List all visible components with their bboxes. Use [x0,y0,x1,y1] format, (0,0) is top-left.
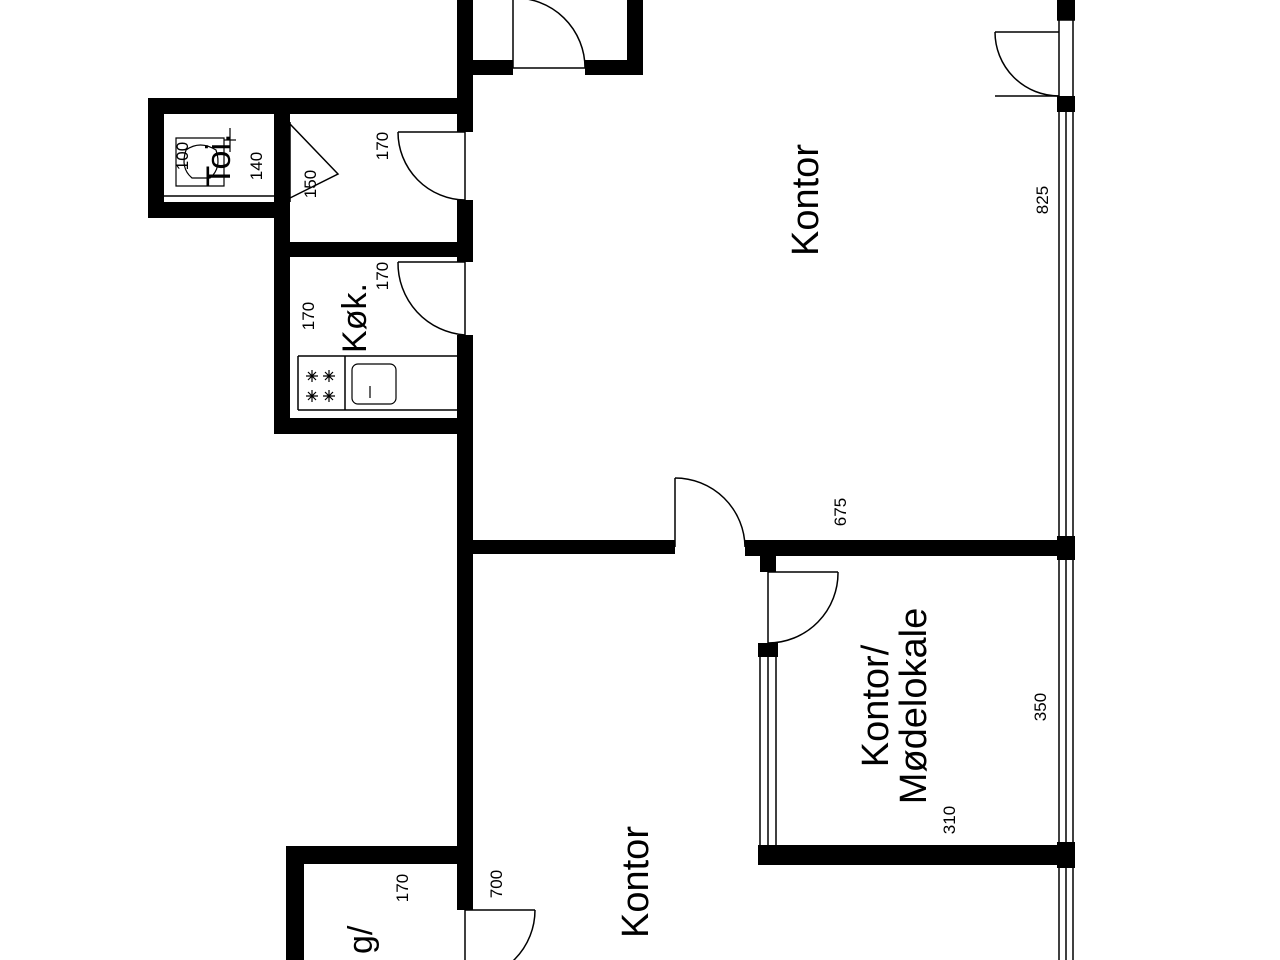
glass-facade [1057,19,1075,960]
wall-lowleft-top [286,846,473,864]
dim-170-lower: 170 [393,874,412,902]
room-label-office-lower: Kontor [615,826,657,938]
dim-700: 700 [487,870,506,898]
dim-170-kitchen-door: 170 [373,262,392,290]
dim-675: 675 [831,498,850,526]
walls [148,0,1075,960]
sink-icon [351,363,397,405]
dim-825: 825 [1033,186,1052,214]
dim-150: 150 [301,170,320,198]
wall-right-post-3 [1057,536,1075,560]
doors [289,0,1060,960]
wall-top-bottom-right [585,60,643,75]
dim-100: 100 [173,142,192,170]
dim-140: 140 [247,152,266,180]
room-label-meeting-2: Mødelokale [893,608,935,804]
wall-kitchen-bottom [274,418,473,434]
dim-170-toilet-door: 170 [373,132,392,160]
wall-top-right-post [627,0,643,75]
door-kitchen-arc [397,261,466,336]
wall-top-left-post [457,0,473,75]
dimension-labels: 825 675 350 310 700 170 170 170 170 150 … [173,132,1052,902]
wall-spine-upper [457,60,473,132]
room-label-kitchen: Køk. [336,283,374,353]
wall-toilet-left [148,98,164,218]
door-topright-arc [994,31,1060,97]
door-meeting-arc [767,571,839,644]
room-label-toilet: Toi. [200,134,238,187]
dim-310: 310 [940,806,959,834]
room-label-meeting-1: Kontor/ [855,644,897,767]
wall-meeting-bottom [758,845,1075,865]
room-label-partial: g/ [342,925,380,954]
stove-icon [306,370,335,402]
dim-170-kitchen: 170 [299,302,318,330]
meeting-glass-partition [759,657,777,845]
room-labels: Kontor Kontor Kontor/ Mødelokale Køk. To… [200,134,935,954]
wall-toilet-bottom [148,202,290,218]
door-toilet-leaf [289,123,340,199]
wall-kitchen-left [274,202,290,434]
wall-meeting-post-top [760,540,776,572]
wall-right-post-4 [1057,842,1075,868]
room-label-office-main: Kontor [785,144,827,256]
door-divider-arc [674,477,746,548]
wall-lowleft-left [286,846,304,960]
wall-toilet-top [148,98,473,114]
wall-divider-right [745,540,1075,556]
wall-spine-lower [457,335,473,910]
wall-toilet-sep [274,114,290,218]
dim-350: 350 [1031,693,1050,721]
wall-right-post-top [1057,0,1075,20]
door-top-arc [527,0,586,69]
wall-divider-left [457,540,675,554]
door-corridor-arc [397,131,466,201]
thin-partitions [164,122,466,411]
toilet-fixture-icon [175,128,236,187]
door-lowleft-arc [512,909,536,960]
wall-meeting-post-mid [758,643,778,657]
wall-right-post-2 [1057,96,1075,112]
wall-kitchen-top [274,242,473,257]
